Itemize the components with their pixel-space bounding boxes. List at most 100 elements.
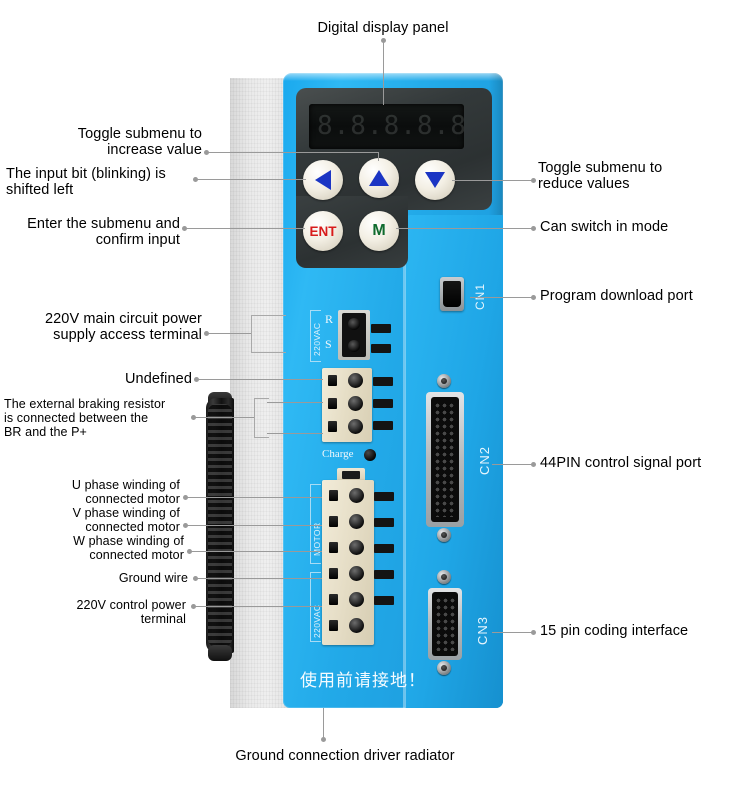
- t3-screw-1: [348, 373, 363, 388]
- t3-screw-2: [348, 396, 363, 411]
- t3-screw-3: [348, 419, 363, 434]
- leader-dot-undefined: [194, 377, 199, 382]
- leader-dot-toggle-increase: [204, 150, 209, 155]
- button-up-arrow[interactable]: [359, 158, 399, 198]
- t6-screw-3: [349, 540, 364, 555]
- annotation-control-power: 220V control power terminal: [76, 598, 186, 626]
- display-segments: 8.8.8.8.8.8.: [317, 112, 464, 140]
- t6-clamp-5: [329, 594, 338, 605]
- leader-dot-v-phase: [183, 523, 188, 528]
- t6-clamp-3: [329, 542, 338, 553]
- rs-voltage-label: 220VAC: [312, 322, 322, 356]
- control-power-bracket: [310, 572, 321, 642]
- rs-tab-2: [371, 344, 391, 353]
- rs-tab-1: [371, 324, 391, 333]
- annotation-v-phase: V phase winding of connected motor: [72, 506, 180, 534]
- control-power-voltage-label: 220VAC: [312, 604, 322, 638]
- button-mode[interactable]: M: [359, 211, 399, 251]
- terminal-label-s: S: [325, 337, 332, 351]
- leader-dot-switch-mode: [531, 226, 536, 231]
- leader-ground-wire: [196, 578, 322, 579]
- leader-dot-control-signal-port: [531, 462, 536, 467]
- annotation-toggle-reduce: Toggle submenu to reduce values: [538, 160, 663, 193]
- t6-clamp-6: [329, 620, 338, 631]
- small-connector-slot: [342, 471, 360, 479]
- leader-dot-coding-interface: [531, 630, 536, 635]
- charge-led: [364, 449, 376, 461]
- leader-dot-w-phase: [187, 549, 192, 554]
- bracket-main-power: [251, 315, 286, 353]
- leader-v-phase: [186, 525, 322, 526]
- leader-switch-mode: [396, 228, 534, 229]
- t6-screw-2: [349, 514, 364, 529]
- leader-dot-toggle-reduce: [531, 178, 536, 183]
- t3-tab-3: [373, 421, 393, 430]
- cn3-screw-bottom: [437, 661, 451, 675]
- leader-dot-u-phase: [183, 495, 188, 500]
- cn3-label: CN3: [475, 615, 490, 645]
- annotation-u-phase: U phase winding of connected motor: [71, 478, 180, 506]
- display-digits: 8.8.8.8.8.8.: [317, 111, 464, 141]
- leader-dot-ground-wire: [193, 576, 198, 581]
- button-left-arrow[interactable]: [303, 160, 343, 200]
- t6-tab-1: [374, 492, 394, 501]
- rs-screw-s: [348, 340, 360, 352]
- rs-bracket: [310, 310, 321, 362]
- leader-control-signal-port: [492, 464, 534, 465]
- arrow-up-icon: [369, 170, 389, 186]
- annotation-w-phase: W phase winding of connected motor: [73, 534, 184, 562]
- t6-tab-4: [374, 570, 394, 579]
- terminal-block-6pos: [322, 480, 374, 645]
- t6-clamp-2: [329, 516, 338, 527]
- cn1-port-opening: [443, 281, 461, 307]
- leader-dot-program-port: [531, 295, 536, 300]
- annotation-ground-wire: Ground wire: [118, 571, 188, 585]
- t6-tab-5: [374, 596, 394, 605]
- leader-dot-ground-radiator: [321, 737, 326, 742]
- heatsink-cap-bottom: [208, 645, 232, 661]
- arrow-left-icon: [315, 170, 331, 190]
- leader-toggle-reduce: [452, 180, 534, 181]
- t6-screw-5: [349, 592, 364, 607]
- leader-toggle-increase-v: [378, 152, 379, 161]
- leader-undefined: [197, 379, 323, 380]
- driver-body-edge: [403, 215, 406, 708]
- leader-dot-shift-left: [193, 177, 198, 182]
- cn2-pins: [434, 402, 456, 517]
- t6-tab-3: [374, 544, 394, 553]
- cn2-label: CN2: [477, 445, 492, 475]
- leader-braking-resistor: [194, 417, 255, 418]
- t6-screw-6: [349, 618, 364, 633]
- bracket-braking-resistor: [254, 398, 269, 438]
- annotation-enter-submenu: Enter the submenu and confirm input: [27, 216, 180, 249]
- rs-screw-r: [348, 318, 360, 330]
- t3-clamp-3: [328, 421, 337, 432]
- annotation-main-power: 220V main circuit power supply access te…: [44, 311, 202, 344]
- body-highlight: [283, 73, 503, 81]
- leader-dot-digital-display: [381, 38, 386, 43]
- annotation-shift-left: The input bit (blinking) is shifted left: [6, 166, 166, 199]
- leader-dot-main-power: [204, 331, 209, 336]
- leader-main-power: [207, 333, 252, 334]
- annotation-toggle-increase: Toggle submenu to increase value: [77, 126, 202, 159]
- t3-clamp-1: [328, 375, 337, 386]
- button-enter[interactable]: ENT: [303, 211, 343, 251]
- t6-screw-4: [349, 566, 364, 581]
- leader-enter-submenu: [185, 228, 305, 229]
- leader-program-port: [470, 297, 534, 298]
- annotation-undefined: Undefined: [124, 371, 192, 387]
- leader-u-phase: [186, 497, 322, 498]
- annotation-program-port: Program download port: [540, 288, 693, 304]
- t6-screw-1: [349, 488, 364, 503]
- annotation-coding-interface: 15 pin coding interface: [540, 623, 689, 639]
- leader-digital-display: [383, 41, 384, 105]
- button-down-arrow[interactable]: [415, 160, 455, 200]
- annotation-braking-resistor: The external braking resistor is connect…: [4, 397, 166, 439]
- leader-ground-radiator: [323, 708, 324, 740]
- motor-bracket: [310, 484, 321, 564]
- leader-shift-left: [196, 179, 306, 180]
- annotation-ground-radiator: Ground connection driver radiator: [235, 748, 455, 764]
- arrow-down-icon: [425, 172, 445, 188]
- grounding-warning-text: 使用前请接地！: [300, 671, 426, 691]
